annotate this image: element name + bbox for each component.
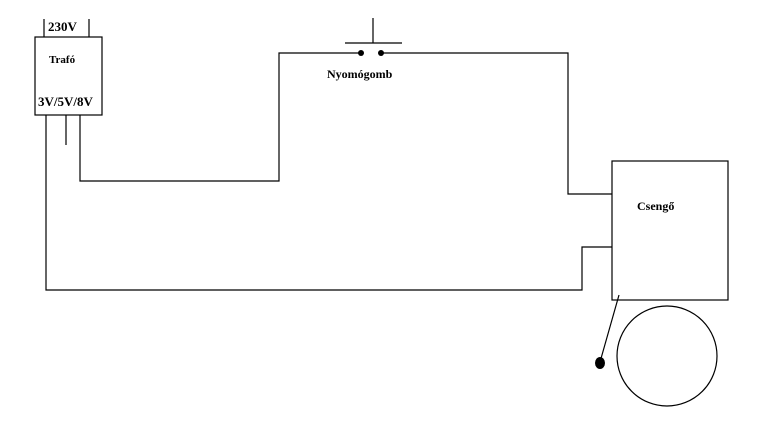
wire-transformer-to-switch — [79, 52, 360, 182]
switch-label: Nyomógomb — [327, 67, 393, 81]
bell-box — [611, 160, 729, 301]
bell-label: Csengő — [637, 199, 674, 213]
transformer-name-label: Trafó — [49, 54, 76, 66]
bell-dome — [616, 305, 718, 407]
transformer-box — [34, 36, 103, 116]
bell-clapper-arm — [599, 294, 620, 363]
wire-return-to-bell — [45, 115, 612, 291]
wire-switch-to-bell — [381, 52, 612, 195]
switch-contact-right — [378, 50, 384, 56]
switch-contact-left — [358, 50, 364, 56]
transformer-output-label: 3V/5V/8V — [38, 94, 94, 109]
bell-striker — [595, 357, 605, 369]
transformer-input-label: 230V — [48, 19, 78, 34]
